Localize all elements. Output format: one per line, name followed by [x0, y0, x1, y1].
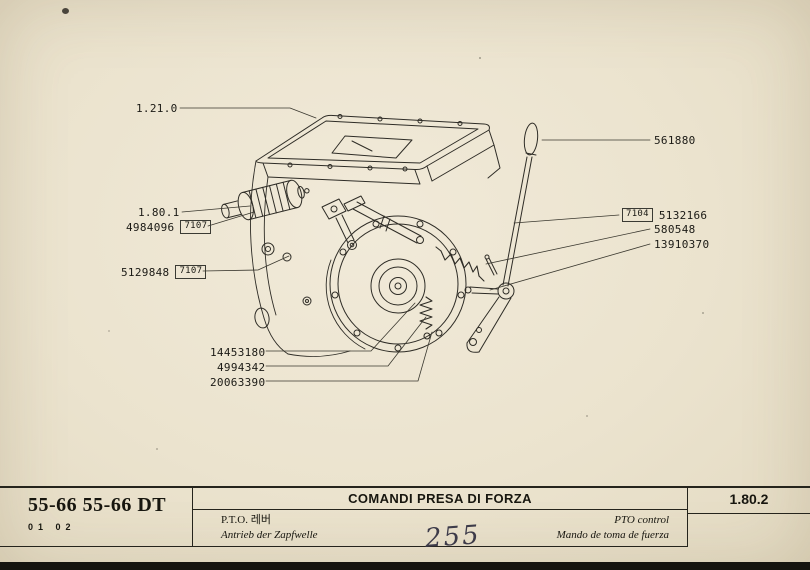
spring-large [435, 246, 485, 282]
section-ref: 1.80.1 [138, 206, 180, 219]
part-number: 5129848 [121, 265, 170, 279]
callout-part-561880: 561880 [654, 134, 696, 147]
callout-part-5129848: 5129848 7107 [121, 265, 207, 279]
lever-knob [523, 122, 539, 156]
case-silhouette [249, 160, 351, 357]
label-english: PTO control [614, 514, 669, 526]
callout-part-4994342: 4994342 [217, 361, 265, 374]
callout-part-20063390: 20063390 [210, 376, 265, 389]
footer-model-cell: 55-66 55-66 DT 01 02 [0, 488, 193, 547]
callout-part-5132166: 7104 5132166 [622, 208, 707, 222]
model-codes: 55-66 55-66 DT [28, 494, 167, 516]
label-korean: P.T.O. 레버 [221, 514, 271, 526]
ref-box-7104: 7104 [622, 208, 653, 222]
leader-lines [179, 107, 651, 382]
section-code: 1.80.2 [688, 491, 810, 514]
scan-speckle [62, 8, 69, 14]
cotter-pin [484, 254, 498, 276]
part-number: 4984096 [126, 220, 175, 234]
gearbox-housing-outline [255, 114, 501, 185]
scan-speckle [702, 312, 704, 314]
pto-assembly-diagram [179, 107, 651, 382]
pto-control-lever [464, 122, 539, 353]
footer: 55-66 55-66 DT 01 02 COMANDI PRESA DI FO… [0, 486, 810, 547]
label-spanish: Mando de toma de fuerza [556, 529, 669, 541]
callout-part-13910370: 13910370 [654, 238, 709, 251]
part-number: 20063390 [210, 376, 266, 389]
callout-part-14453180: 14453180 [210, 346, 265, 359]
scan-speckle [108, 330, 110, 332]
translations-right: PTO control Mando de toma de fuerza [557, 513, 669, 543]
cover-plate [325, 215, 467, 353]
footer-code-cell: 1.80.2 [688, 488, 810, 547]
callout-part-4984096: 4984096 7107 [126, 220, 212, 234]
pto-splined-sleeve [221, 179, 310, 221]
part-number: 561880 [654, 134, 696, 147]
variant-codes: 01 02 [28, 522, 76, 532]
scan-speckle [479, 57, 481, 59]
scan-bottom-edge [0, 562, 810, 570]
part-number: 13910370 [654, 238, 710, 251]
scan-speckle [586, 415, 588, 417]
section-ref: 1.21.0 [136, 102, 178, 115]
part-number: 4994342 [217, 361, 266, 374]
case-hardware [254, 242, 312, 329]
engagement-rod [352, 201, 424, 244]
part-number: 5132166 [658, 208, 708, 222]
callout-section-1801: 1.80.1 [138, 206, 180, 219]
callout-part-580548: 580548 [654, 223, 696, 236]
label-german: Antrieb der Zapfwelle [221, 529, 318, 541]
footer-title-cell: COMANDI PRESA DI FORZA P.T.O. 레버 Antrieb… [193, 488, 688, 547]
handwritten-page-number: 255 [424, 520, 482, 554]
translations-left: P.T.O. 레버 Antrieb der Zapfwelle [221, 513, 318, 543]
ref-box-7107: 7107 [175, 265, 207, 279]
translations-row: P.T.O. 레버 Antrieb der Zapfwelle PTO cont… [193, 510, 687, 543]
part-number: 580548 [654, 223, 696, 236]
scan-speckle [156, 448, 158, 450]
shift-fork [321, 195, 366, 250]
page-title: COMANDI PRESA DI FORZA [193, 488, 687, 510]
callout-section-1210: 1.21.0 [136, 102, 178, 115]
part-number: 14453180 [210, 346, 266, 359]
ref-box-7107: 7107 [180, 220, 212, 234]
spring-small [419, 296, 433, 340]
